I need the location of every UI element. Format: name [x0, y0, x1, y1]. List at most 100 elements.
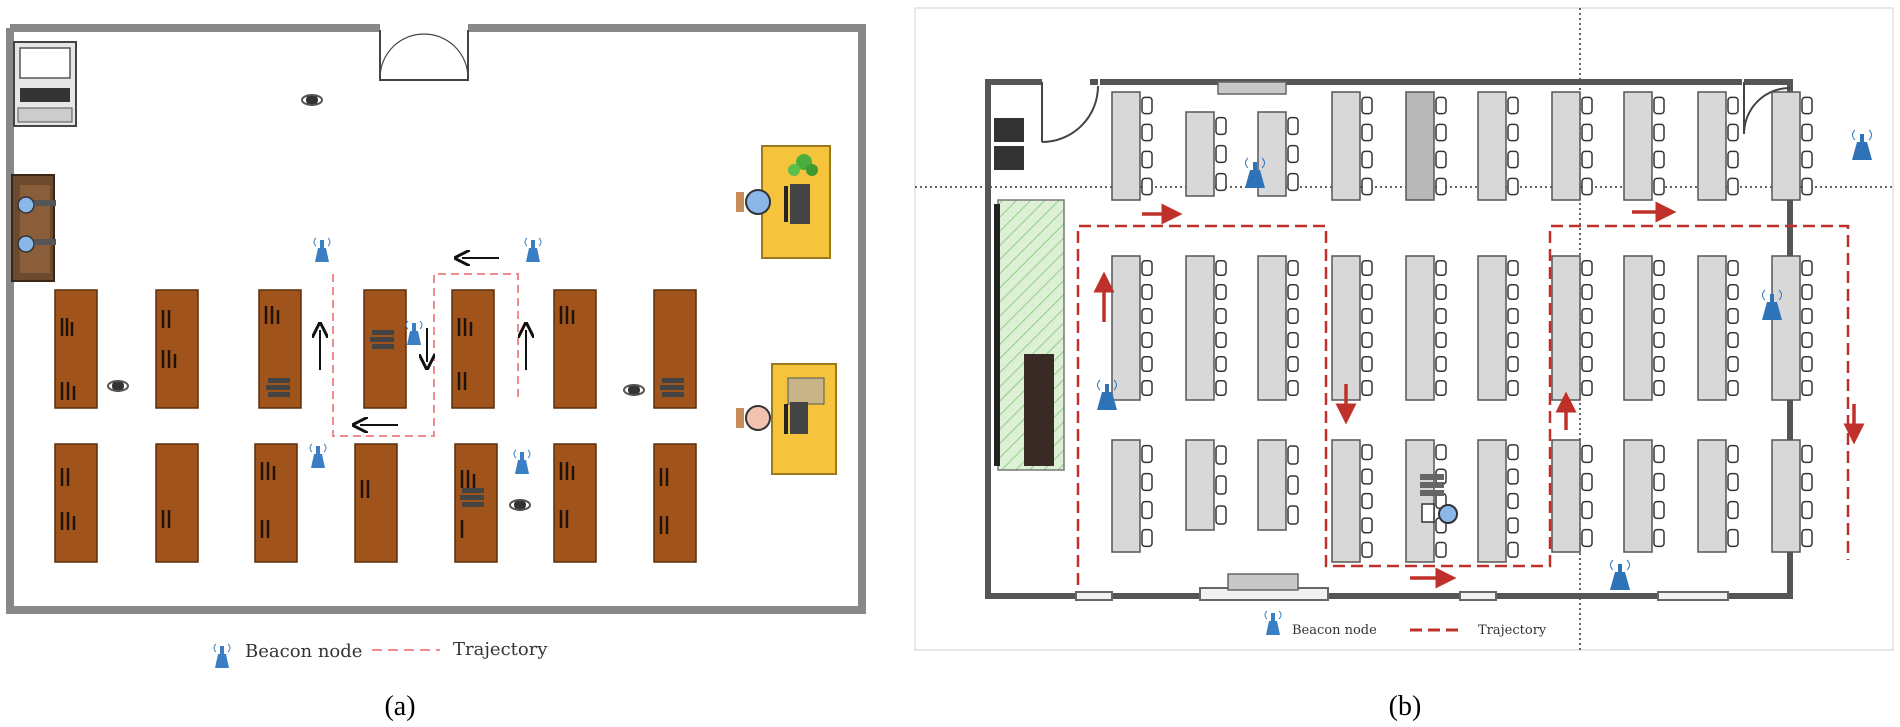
chair-icon [1507, 380, 1519, 396]
chair-icon [1507, 150, 1519, 169]
desk [1331, 91, 1361, 201]
chair-icon [1801, 356, 1813, 372]
chair-icon [1435, 541, 1447, 558]
book-stack-icon [266, 330, 684, 507]
desk [1551, 91, 1581, 201]
chair-icon [1581, 308, 1593, 324]
chair-icon [1361, 517, 1373, 534]
desk [1623, 91, 1653, 201]
desk [1185, 439, 1215, 531]
chair-icon [1141, 528, 1153, 548]
desk [1185, 111, 1215, 197]
chair-icon [1215, 475, 1227, 495]
chair-icon [1287, 332, 1299, 348]
desk [1111, 91, 1141, 201]
chair-icon [1435, 260, 1447, 276]
chair-icon [1215, 505, 1227, 525]
chair-icon [1435, 177, 1447, 196]
chair-icon [1727, 150, 1739, 169]
desk [1111, 439, 1141, 553]
chair-icon [1141, 500, 1153, 520]
person-icon [623, 383, 645, 397]
chair-icon [1581, 528, 1593, 548]
desk [1477, 91, 1507, 201]
chair-icon [1361, 332, 1373, 348]
chair-icon [1507, 468, 1519, 485]
chair-icon [1507, 284, 1519, 300]
desk [1771, 439, 1801, 553]
chair-icon [1287, 308, 1299, 324]
legend-trajectory-label: Trajectory [1478, 623, 1547, 638]
chair-icon [1801, 284, 1813, 300]
chair-icon [1653, 284, 1665, 300]
chair-icon [1215, 116, 1227, 136]
chair-icon [1801, 500, 1813, 520]
chair-icon [1215, 172, 1227, 192]
chair-icon [1435, 284, 1447, 300]
chair-icon [1507, 332, 1519, 348]
panel-a-walls [6, 24, 866, 614]
chair-icon [1361, 541, 1373, 558]
panel-a-caption: (a) [384, 691, 415, 722]
chair-icon [1361, 444, 1373, 461]
desk [1623, 255, 1653, 401]
chair-icon [1727, 260, 1739, 276]
chair-icon [1287, 144, 1299, 164]
chair-icon [1653, 308, 1665, 324]
chair-icon [1801, 308, 1813, 324]
chair-icon [1727, 472, 1739, 492]
chair-icon [1653, 472, 1665, 492]
chair-icon [1141, 284, 1153, 300]
chair-icon [1653, 177, 1665, 196]
chair-icon [1801, 332, 1813, 348]
desk [1697, 255, 1727, 401]
chair-icon [1801, 123, 1813, 142]
desk [1257, 439, 1287, 531]
chair-icon [1727, 284, 1739, 300]
chair-icon [1727, 500, 1739, 520]
chair-icon [1361, 356, 1373, 372]
chair-icon [1361, 308, 1373, 324]
chair-icon [1801, 177, 1813, 196]
door-icon [1041, 82, 1791, 143]
chair-icon [1215, 380, 1227, 396]
person-icon [509, 498, 531, 512]
desk [1551, 255, 1581, 401]
book-marks [60, 306, 669, 538]
chair-icon [1727, 528, 1739, 548]
chair-icon [1141, 260, 1153, 276]
desk [1331, 255, 1361, 401]
chair-icon [1361, 123, 1373, 142]
chair-icon [1727, 356, 1739, 372]
chair-icon [1287, 260, 1299, 276]
arrow-icon [1093, 201, 1865, 589]
desk [1257, 255, 1287, 401]
chair-icon [1653, 528, 1665, 548]
desk [1331, 439, 1361, 563]
chair-icon [1581, 177, 1593, 196]
chair-icon [1581, 260, 1593, 276]
person-icon [301, 93, 323, 107]
chair-icon [1361, 468, 1373, 485]
chair-icon [1361, 177, 1373, 196]
chair-icon [1435, 150, 1447, 169]
printer-icon [13, 41, 77, 127]
desk [1697, 439, 1727, 553]
chair-icon [1287, 475, 1299, 495]
chair-icon [1435, 308, 1447, 324]
desk [1111, 255, 1141, 401]
chair-icon [1653, 444, 1665, 464]
chair-icon [1581, 332, 1593, 348]
arrow-icon [320, 258, 526, 425]
panel-a-legend: Beacon node Trajectory [213, 639, 548, 669]
panel-a-library-map: Beacon node Trajectory (a) [6, 24, 866, 722]
chair-icon [1141, 332, 1153, 348]
computer-icon [784, 186, 788, 434]
chair-icon [1215, 284, 1227, 300]
chair-icon [1581, 150, 1593, 169]
chair-icon [1801, 528, 1813, 548]
bookshelf-row-2 [54, 443, 697, 563]
sofa-icon [11, 174, 55, 282]
desk [1623, 439, 1653, 553]
chair-icon [1727, 444, 1739, 464]
